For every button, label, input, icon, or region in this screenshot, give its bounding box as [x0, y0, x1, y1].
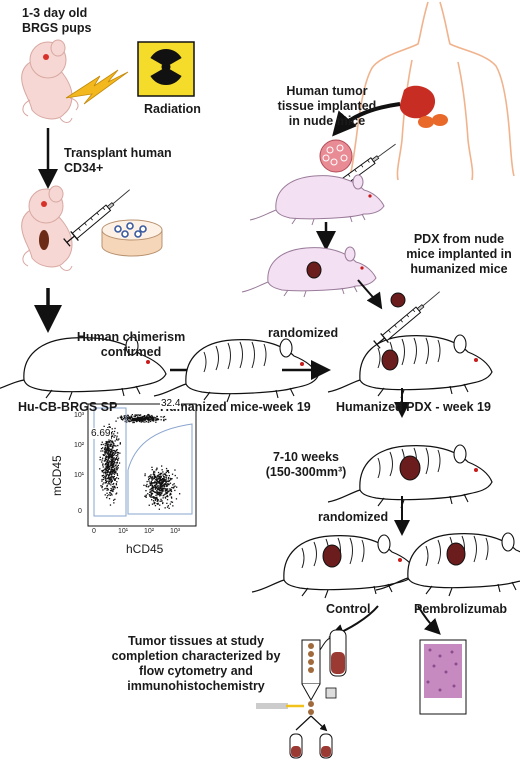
tumor-organ-icon — [399, 85, 448, 128]
gate-right-value: 32.4 — [160, 398, 182, 409]
radiation-icon — [137, 41, 195, 97]
arrow-from-patient — [332, 102, 401, 137]
nude-mouse-2 — [241, 246, 377, 298]
label-humanized-mice: Humanized mice-week 19 — [160, 400, 311, 414]
pup-transplanted-illustration — [21, 185, 73, 271]
x-tick-3: 10³ — [170, 528, 181, 535]
nude-mouse-1 — [249, 174, 385, 226]
x-tick-2: 10² — [144, 528, 155, 535]
label-tumor-tissues: Tumor tissues at study completion charac… — [111, 634, 281, 693]
label-randomized-top: randomized — [268, 326, 339, 340]
arrow-to-ihc — [417, 605, 441, 635]
label-weeks: 7-10 weeks (150-300mm³) — [265, 450, 347, 479]
tumor-tissue-icon — [319, 139, 353, 173]
label-pdx-from-nude: PDX from nude mice implanted in humanize… — [406, 232, 512, 276]
lightning-bolt-icon — [65, 69, 129, 105]
arrow-pdx-transfer — [357, 279, 383, 310]
label-pups: 1-3 day old BRGS pups — [22, 6, 92, 35]
control-mouse — [251, 534, 417, 599]
flow-y-axis-label: mCD45 — [50, 455, 64, 496]
y-tick-2: 10¹ — [74, 472, 85, 479]
human-body-illustration — [349, 1, 515, 181]
label-chimerism: Human chimerism confirmed — [76, 330, 186, 359]
gate-left-value: 6.69 — [90, 428, 112, 439]
x-tick-1: 10¹ — [118, 528, 129, 535]
y-tick-3: 0 — [78, 508, 82, 515]
petri-dish-icon — [101, 219, 163, 257]
humanized-pdx-mouse — [327, 334, 493, 399]
label-hu-cb: Hu-CB-BRGS SP — [18, 400, 118, 414]
label-human-tumor: Human tumor tissue implanted in nude mic… — [277, 84, 377, 128]
ihc-slide-icon — [419, 639, 467, 715]
label-control: Control — [326, 602, 371, 616]
label-transplant: Transplant human CD34+ — [64, 146, 172, 175]
y-tick-0: 10³ — [74, 412, 85, 419]
flow-x-axis-label: hCD45 — [126, 542, 164, 556]
flow-cytometer-icon — [256, 629, 347, 759]
label-radiation: Radiation — [144, 102, 201, 116]
label-randomized-mid: randomized — [318, 510, 389, 524]
label-humanized-pdx: Humanized PDX - week 19 — [336, 400, 491, 414]
flow-cytometry-plot — [87, 403, 197, 527]
x-tick-0: 0 — [92, 528, 96, 535]
pdx-tumor-fragment — [390, 292, 406, 308]
growing-tumor-mouse — [327, 444, 493, 509]
pembrolizumab-mouse — [375, 532, 520, 597]
y-tick-1: 10² — [74, 442, 85, 449]
pup-illustration — [21, 39, 79, 123]
label-pembrolizumab: Pembrolizumab — [414, 602, 508, 616]
